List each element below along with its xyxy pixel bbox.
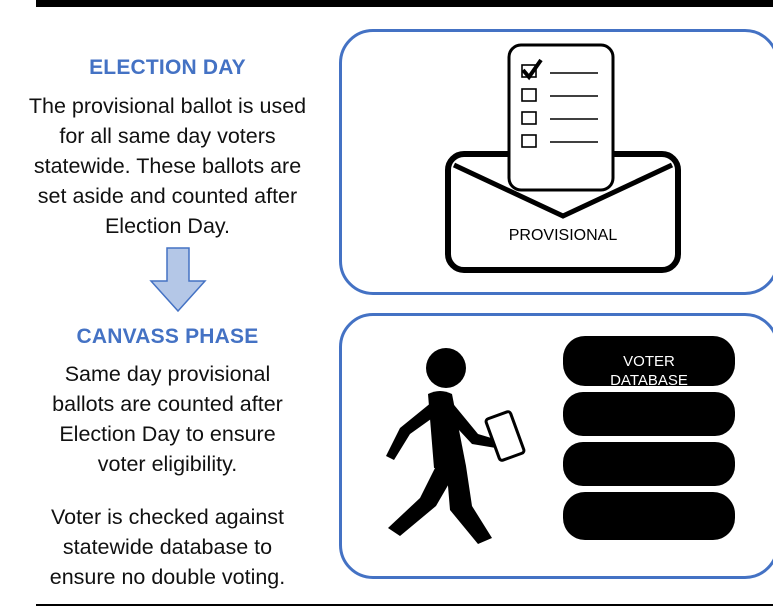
ballot-envelope-icon: PROVISIONAL — [445, 43, 681, 273]
down-arrow-icon — [149, 247, 207, 313]
envelope-label: PROVISIONAL — [509, 227, 618, 244]
voter-check-panel: VOTER DATABASE — [339, 313, 773, 579]
walking-person-icon — [386, 348, 526, 544]
canvass-phase-text: Same day provisional ballots are counted… — [52, 362, 283, 476]
checkmark-icon — [521, 58, 543, 81]
provisional-ballot-panel: PROVISIONAL — [339, 29, 773, 295]
canvass-phase-heading: CANVASS PHASE — [76, 325, 259, 348]
election-day-text: The provisional ballot is used for all s… — [28, 94, 307, 238]
election-day-heading: ELECTION DAY — [89, 56, 246, 79]
canvass-check-text: Voter is checked against statewide datab… — [49, 505, 286, 589]
top-rule — [36, 0, 773, 7]
database-icon: VOTER DATABASE — [563, 336, 735, 540]
bottom-rule — [36, 604, 773, 606]
database-label-line2: DATABASE — [610, 372, 688, 389]
database-label-line1: VOTER — [623, 353, 675, 370]
